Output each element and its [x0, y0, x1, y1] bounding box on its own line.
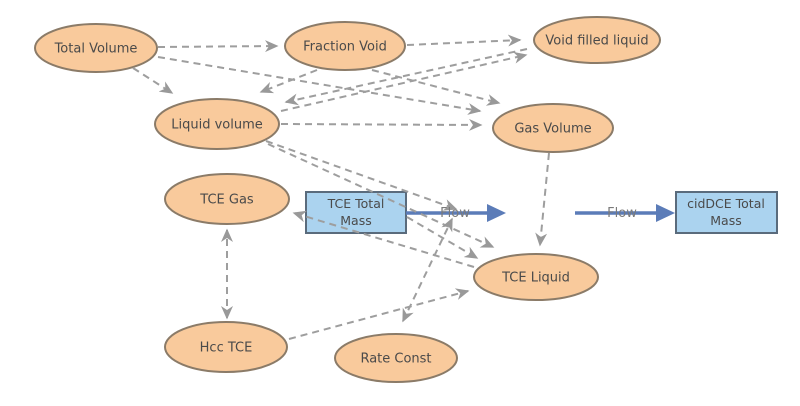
link-rate-const-flow-bidirectional[interactable] [402, 217, 453, 323]
node-rate-const[interactable]: Rate Const [334, 333, 458, 383]
flow1-label: Flow [440, 206, 470, 221]
link-fraction-void-to-liquid-volume[interactable] [259, 69, 318, 94]
rate-const-label: Rate Const [360, 352, 431, 367]
total-volume-label: Total Volume [54, 42, 138, 57]
gas-volume-ellipse[interactable] [492, 103, 614, 153]
link-gas-volume-to-tce-liquid[interactable] [535, 152, 550, 247]
tce-liquid-ellipse[interactable] [473, 253, 599, 301]
node-total-volume[interactable]: Total Volume [34, 23, 158, 73]
stock-tce-total-mass[interactable]: TCE Total Mass [305, 191, 407, 234]
link-liquid-volume-to-void-filled-liquid[interactable] [280, 51, 528, 112]
node-liquid-volume[interactable]: Liquid volume [154, 98, 280, 150]
link-total-volume-to-liquid-volume[interactable] [132, 67, 174, 94]
ciddce-total-mass-box[interactable] [675, 191, 778, 234]
link-void-filled-liquid-to-liquid-volume[interactable] [284, 48, 528, 106]
link-hcc-tce-to-tce-liquid[interactable] [288, 288, 470, 340]
total-volume-ellipse[interactable] [34, 23, 158, 73]
node-hcc-tce[interactable]: Hcc TCE [164, 321, 288, 373]
tce-liquid-label: TCE Liquid [501, 271, 570, 286]
node-tce-liquid[interactable]: TCE Liquid [473, 253, 599, 301]
ciddce-total-mass-label-line2: Mass [710, 213, 741, 228]
fraction-void-label: Fraction Void [303, 40, 387, 55]
void-filled-liquid-ellipse[interactable] [533, 16, 661, 64]
liquid-volume-label: Liquid volume [171, 118, 263, 133]
link-liquid-volume-to-tce-liquid[interactable] [267, 143, 495, 248]
tce-gas-label: TCE Gas [199, 193, 254, 208]
tce-total-mass-label-line2: Mass [340, 213, 371, 228]
link-total-volume-to-fraction-void[interactable] [157, 40, 279, 53]
flow2-arrowhead-icon [656, 204, 675, 222]
liquid-volume-ellipse[interactable] [154, 98, 280, 150]
rate-const-ellipse[interactable] [334, 333, 458, 383]
ciddce-total-mass-label-line1: cidDCE Total [687, 196, 765, 211]
flow2-label: Flow [607, 206, 637, 221]
link-liquid-volume-to-flow[interactable] [265, 140, 458, 211]
fraction-void-ellipse[interactable] [284, 21, 406, 71]
tce-gas-ellipse[interactable] [164, 173, 290, 225]
node-fraction-void[interactable]: Fraction Void [284, 21, 406, 71]
link-tce-liquid-to-tce-gas[interactable] [292, 210, 475, 268]
flow-tce-total-mass-out[interactable] [406, 204, 506, 222]
node-void-filled-liquid[interactable]: Void filled liquid [533, 16, 661, 64]
stock-ciddce-total-mass[interactable]: cidDCE Total Mass [675, 191, 778, 234]
link-tce-total-mass-to-tce-liquid[interactable] [406, 216, 479, 259]
flow1-arrowhead-icon [487, 204, 506, 222]
node-gas-volume[interactable]: Gas Volume [492, 103, 614, 153]
void-filled-liquid-label: Void filled liquid [545, 34, 648, 49]
hcc-tce-label: Hcc TCE [200, 341, 253, 356]
hcc-tce-ellipse[interactable] [164, 321, 288, 373]
link-total-volume-to-gas-volume[interactable] [157, 56, 482, 115]
gas-volume-label: Gas Volume [514, 122, 591, 137]
link-liquid-volume-to-gas-volume[interactable] [280, 118, 483, 131]
link-fraction-void-to-gas-volume[interactable] [371, 69, 501, 106]
flow-ciddce-total-mass-in[interactable] [575, 204, 675, 222]
node-tce-gas[interactable]: TCE Gas [164, 173, 290, 225]
link-fraction-void-to-void-filled-liquid[interactable] [406, 34, 522, 47]
tce-total-mass-label-line1: TCE Total [327, 196, 385, 211]
